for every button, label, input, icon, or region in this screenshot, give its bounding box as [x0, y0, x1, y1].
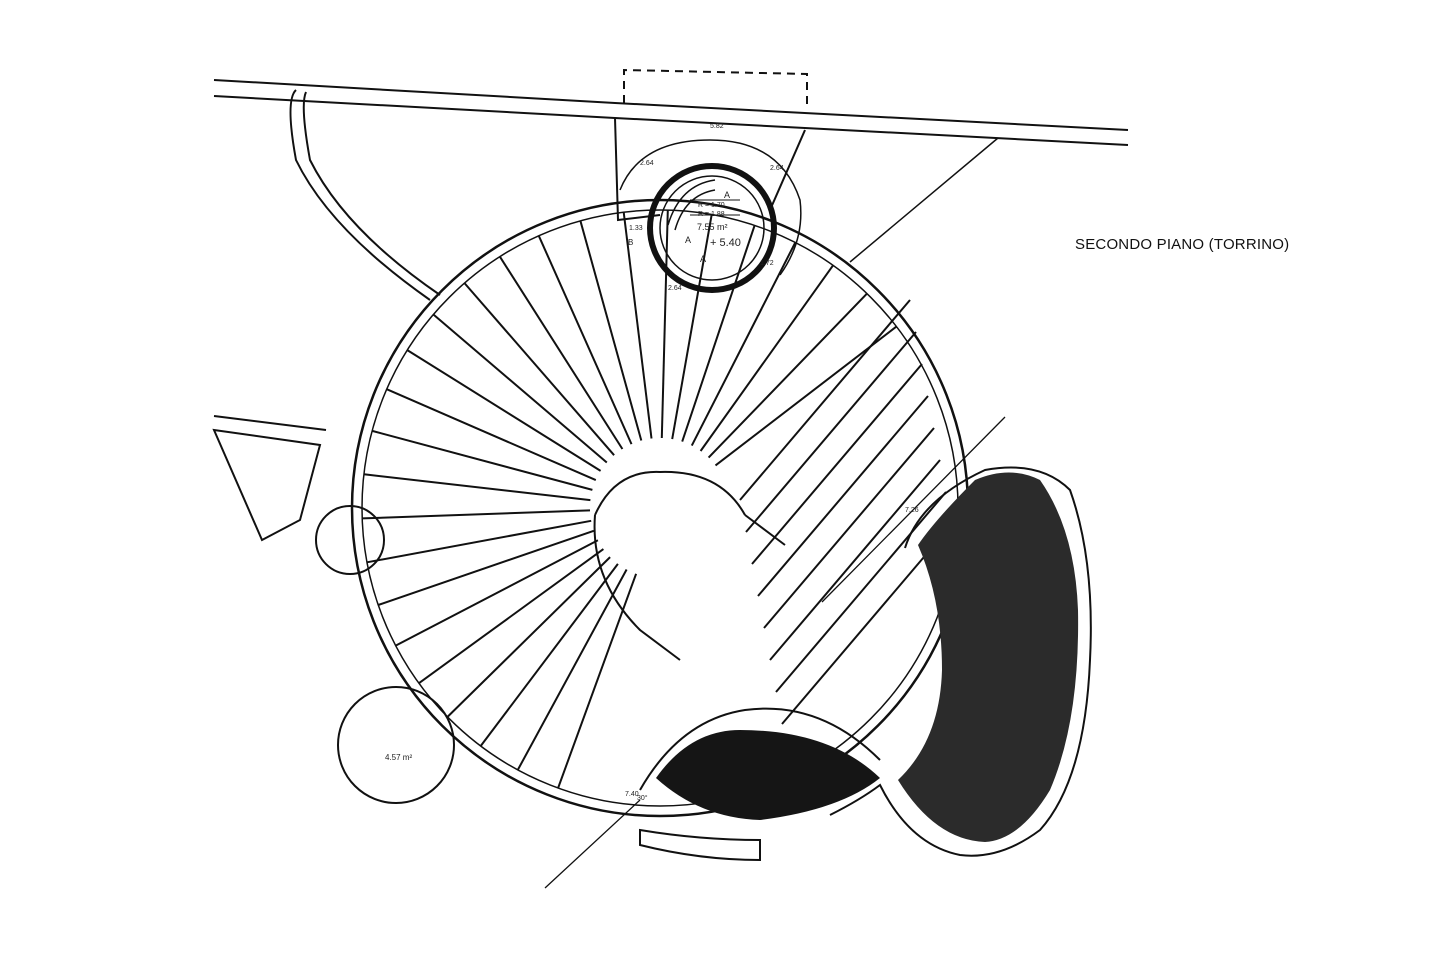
stair-tread — [681, 225, 756, 442]
stair-tread — [707, 292, 868, 459]
stair-tread — [432, 313, 608, 464]
stair-tread — [377, 529, 595, 606]
section-a-2: A — [685, 235, 691, 245]
tower — [614, 117, 806, 293]
stair-tread — [579, 220, 643, 441]
dim-bottom: 2.64 — [668, 285, 682, 292]
dim-lower-a: 7.40 — [625, 791, 639, 798]
filled-areas — [656, 472, 1079, 842]
stair-tread — [699, 264, 834, 452]
stair-tread — [362, 509, 591, 520]
stair-tread — [763, 427, 935, 629]
stair-tread — [446, 556, 611, 718]
stair-tread — [751, 363, 923, 565]
stair-tread — [537, 235, 633, 445]
stair-tread — [745, 331, 917, 533]
stair-tread — [395, 539, 599, 647]
section-a-3: A — [700, 254, 706, 264]
stair-tread — [714, 325, 898, 467]
dim-top: 5.82 — [710, 123, 724, 130]
tower-radius-1: R = 1.70 — [698, 202, 725, 209]
dim-left: 2.64 — [640, 160, 654, 167]
room-area-label: 4.57 m² — [385, 753, 412, 762]
dim-diagonal: 7.26 — [905, 507, 919, 514]
stair-tread — [757, 395, 929, 597]
tower-area-label: 7.55 m² — [697, 222, 728, 232]
stair-tread — [363, 473, 591, 502]
stair-tread — [406, 349, 602, 472]
stair-tread — [463, 282, 615, 456]
dim-lower-b: 30° — [637, 794, 648, 802]
stair-tread — [690, 242, 797, 447]
dim-small-right: 1.72 — [760, 260, 774, 267]
dim-small-left: 1.33 — [629, 225, 643, 232]
drawing-title: SECONDO PIANO (TORRINO) — [1075, 236, 1290, 253]
stair-tread — [557, 573, 638, 789]
stair-tread — [366, 519, 592, 564]
dim-right: 2.64 — [770, 165, 784, 172]
stair-tread — [371, 429, 593, 491]
section-b: B — [628, 238, 633, 247]
stair-tread — [479, 563, 619, 747]
stair-tread — [499, 256, 624, 450]
stair-tread — [769, 459, 941, 661]
stair-tread — [671, 214, 713, 440]
stair-tread — [775, 491, 947, 693]
stair-tread — [418, 548, 604, 685]
dimension-lines — [544, 416, 1006, 889]
stair-tread — [386, 388, 597, 482]
section-a-1: A — [724, 190, 730, 200]
tower-level: + 5.40 — [710, 237, 741, 249]
lower-walls — [212, 415, 1092, 862]
plan-labels: 7.55 m² R = 1.70 R = 1.88 + 5.40 A A A B… — [385, 123, 919, 802]
stair-tread — [739, 299, 911, 501]
tower-radius-2: R = 1.88 — [698, 211, 725, 218]
spiral-stair — [350, 198, 970, 818]
stair-tread — [660, 210, 669, 439]
stair-tread — [622, 212, 653, 439]
stair-tread — [516, 569, 628, 771]
